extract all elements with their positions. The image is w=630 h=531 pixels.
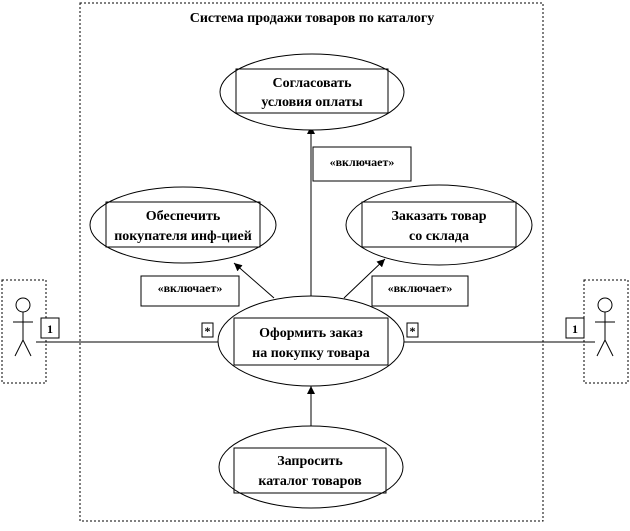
system-title: Система продажи товаров по каталогу <box>190 11 435 26</box>
system-boundary <box>79 2 544 522</box>
use-case-place-order-line2: на покупку товара <box>252 346 370 361</box>
multiplicity-left-usecase: * <box>201 322 214 338</box>
multiplicity-right-actor: 1 <box>565 317 585 339</box>
use-case-order-from-stock[interactable]: Заказать товар со склада <box>345 184 533 266</box>
use-case-provide-info[interactable]: Обеспечить покупателя инф-цией <box>89 186 277 264</box>
include-arrow-left <box>233 262 275 299</box>
actor-left-frame <box>1 279 47 384</box>
actor-right-frame <box>583 279 629 384</box>
use-case-agree-payment-line2: условия оплаты <box>261 95 362 110</box>
use-case-provide-info-line2: покупателя инф-цией <box>114 229 252 244</box>
use-case-place-order-line1: Оформить заказ <box>259 326 363 341</box>
stick-figure-icon <box>595 297 615 357</box>
svg-text:*: * <box>410 324 416 338</box>
stick-figure-icon <box>13 297 33 357</box>
use-case-request-catalog[interactable]: Запросить каталог товаров <box>218 425 404 509</box>
use-case-request-catalog-line1: Запросить <box>277 454 343 469</box>
actor-left <box>1 279 47 384</box>
stereotype-left: «включает» <box>140 275 240 307</box>
svg-text:«включает»: «включает» <box>158 281 223 295</box>
stereotype-top: «включает» <box>312 146 412 182</box>
svg-text:«включает»: «включает» <box>388 281 453 295</box>
svg-text:1: 1 <box>47 322 53 336</box>
use-case-agree-payment[interactable]: Согласовать условия оплаты <box>219 53 405 131</box>
use-case-agree-payment-line1: Согласовать <box>273 76 353 91</box>
include-arrow-right <box>343 258 386 299</box>
actor-right <box>583 279 629 384</box>
svg-text:1: 1 <box>572 322 578 336</box>
use-case-order-from-stock-line1: Заказать товар <box>392 209 487 224</box>
use-case-provide-info-line1: Обеспечить <box>146 209 221 224</box>
multiplicity-right-usecase: * <box>406 322 419 338</box>
use-case-request-catalog-line2: каталог товаров <box>258 474 362 489</box>
multiplicity-left-actor: 1 <box>40 317 60 339</box>
svg-text:«включает»: «включает» <box>330 155 395 169</box>
svg-text:*: * <box>205 324 211 338</box>
use-case-place-order[interactable]: Оформить заказ на покупку товара <box>217 295 405 387</box>
use-case-order-from-stock-line2: со склада <box>409 229 469 244</box>
stereotype-right: «включает» <box>371 275 469 307</box>
